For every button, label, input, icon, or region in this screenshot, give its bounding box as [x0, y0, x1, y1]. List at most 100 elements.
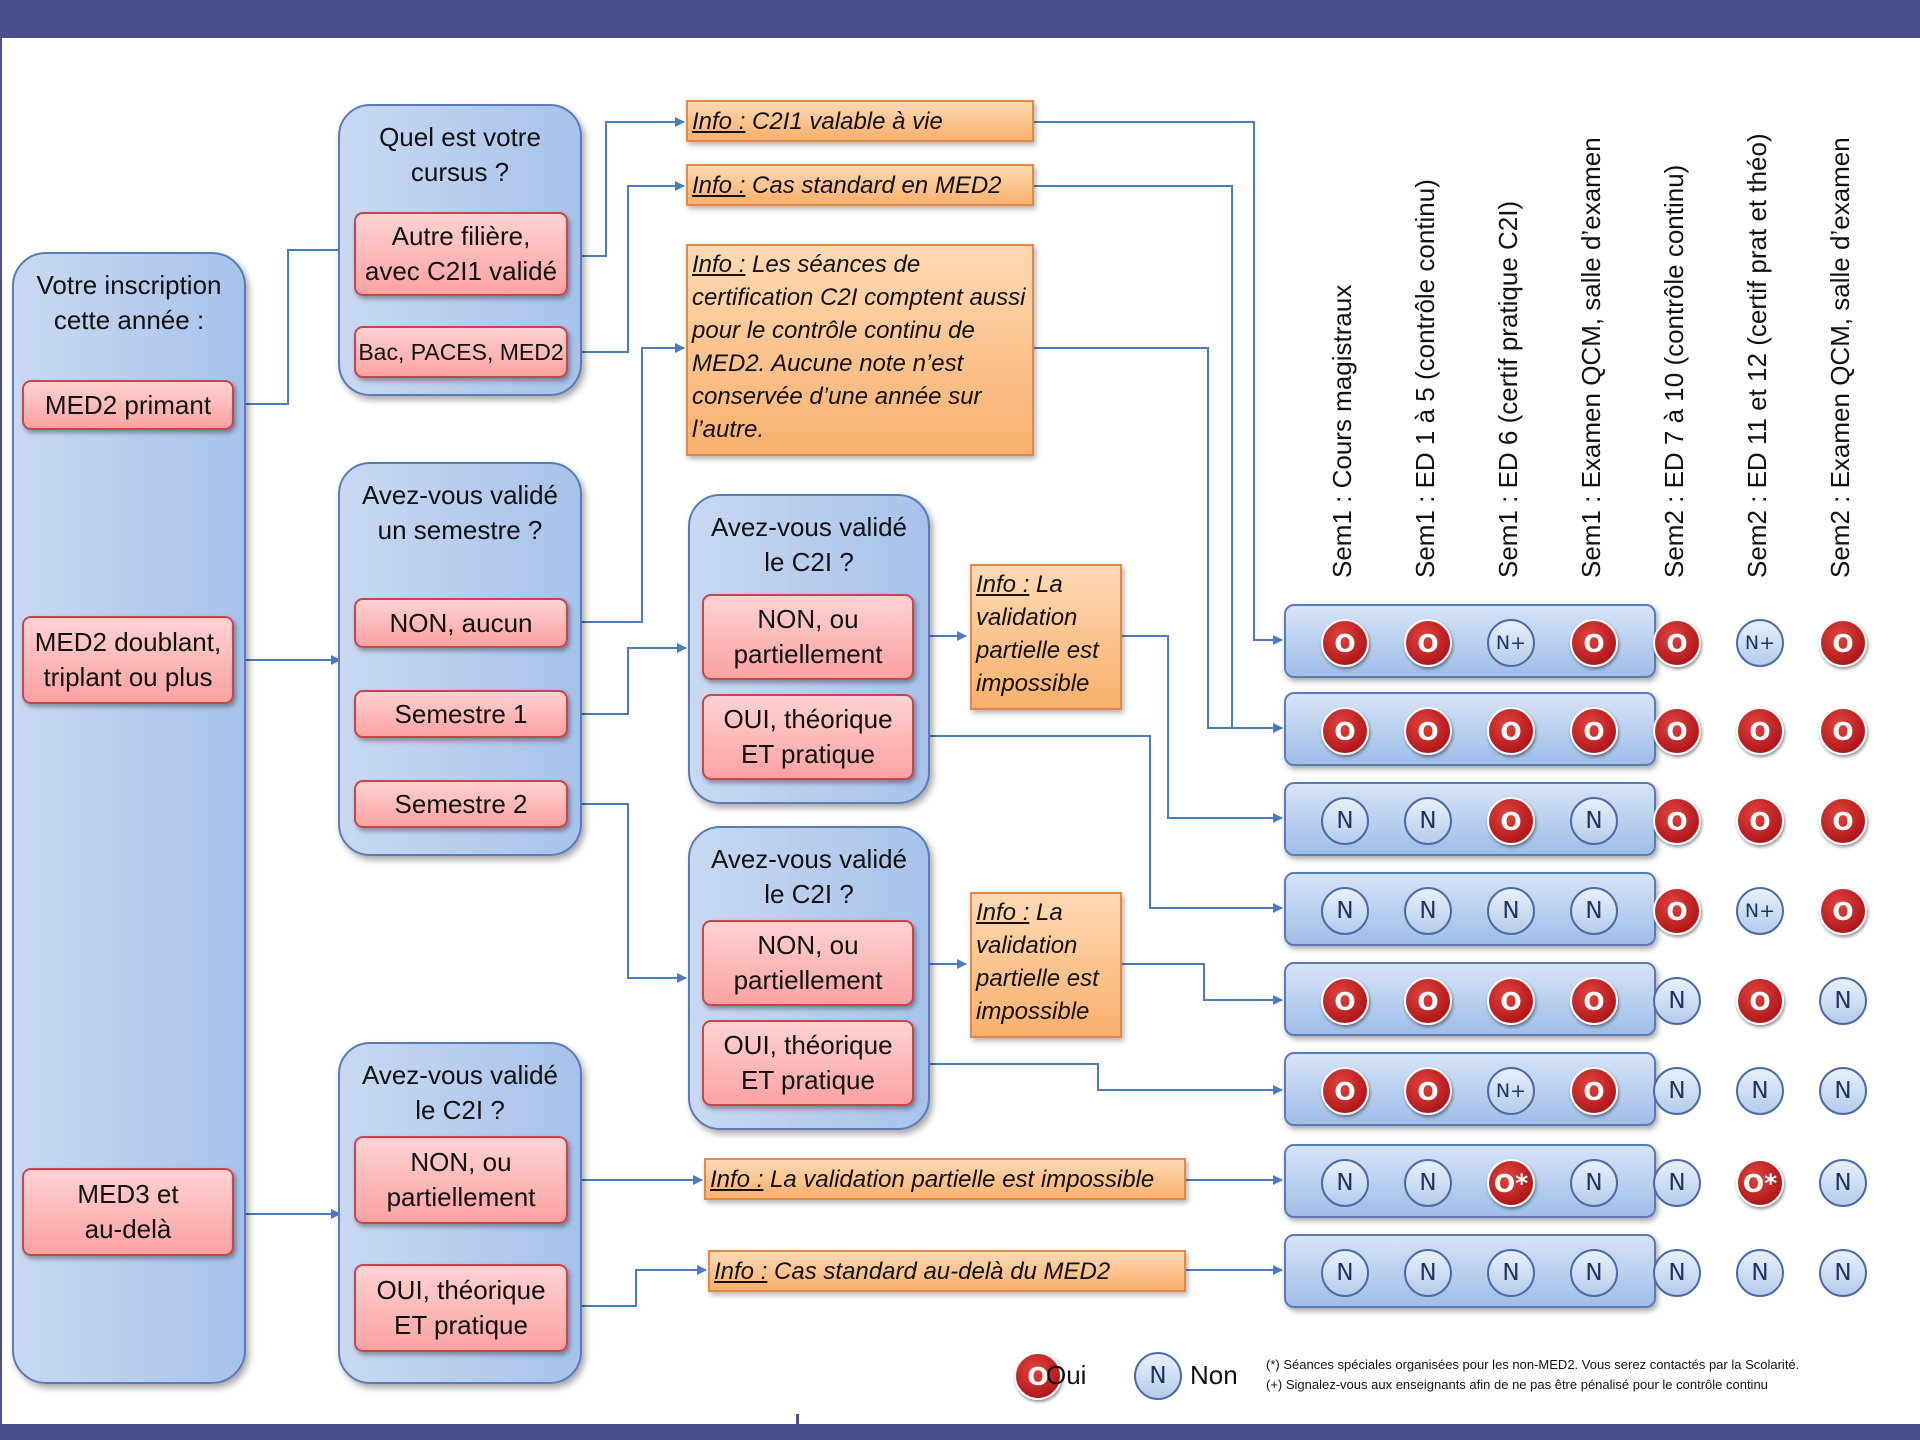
info-partielle-med3: Info : La validation partielle est impos… [704, 1158, 1186, 1200]
oui-marker: O [1819, 619, 1867, 667]
info-label: Info : [692, 251, 746, 278]
column-header: Sem2 : ED 7 à 10 (contrôle continu) [1659, 164, 1689, 578]
info-label: Info : [714, 1257, 768, 1285]
non-marker: N [1570, 1249, 1618, 1297]
question-semestre: Avez-vous validé un semestre ? [361, 480, 559, 545]
oui-marker: O* [1736, 1159, 1784, 1207]
oui-marker: O [1653, 887, 1701, 935]
legend-oui-label: Oui [1046, 1360, 1087, 1390]
oui-marker: O [1653, 619, 1701, 667]
non-marker: N [1653, 977, 1701, 1025]
info-label: Info : [692, 171, 746, 199]
oui-marker: O [1404, 619, 1452, 667]
link-c2i1-row1 [1034, 121, 1283, 645]
info-label: Info : [976, 571, 1030, 598]
link-sem2-c2i [568, 803, 687, 983]
question-c2i-med3: Avez-vous validé le C2I ? [361, 1060, 559, 1125]
non-marker: N [1487, 887, 1535, 935]
oui-marker: O [1570, 1067, 1618, 1115]
option-bac-paces-med2[interactable]: Bac, PACES, MED2 [354, 326, 568, 378]
option-med3[interactable]: MED3 et au-delà [22, 1168, 234, 1256]
option-med2-doublant[interactable]: MED2 doublant, triplant ou plus [22, 616, 234, 704]
column-header: Sem1 : Examen QCM, salle d’examen [1576, 137, 1606, 578]
info-label: Info : [976, 899, 1030, 926]
link-seances-row2 [1034, 347, 1283, 733]
note-star: (*) Séances spéciales organisées pour le… [1266, 1357, 1800, 1372]
oui-marker: O [1570, 707, 1618, 755]
column-header: Sem1 : Cours magistraux [1327, 284, 1357, 578]
info-partielle-sem1: Info : La validation partielle est impos… [970, 564, 1122, 710]
oui-marker: O [1736, 977, 1784, 1025]
oui-marker: O [1321, 707, 1369, 755]
question-cursus: Quel est votre cursus ? [379, 122, 541, 187]
non-marker: N [1819, 1159, 1867, 1207]
oui-marker: O [1321, 977, 1369, 1025]
left-edge [0, 38, 2, 1424]
non-marker: N+ [1736, 619, 1784, 667]
link-partiel2-row5 [1122, 963, 1283, 1005]
link-oui2-row6 [914, 1063, 1283, 1095]
column-header: Sem2 : Examen QCM, salle d’examen [1825, 137, 1855, 578]
link-sem1-c2i [568, 643, 687, 715]
oui-marker: O [1736, 707, 1784, 755]
oui-marker: O [1653, 707, 1701, 755]
info-standard-med2-text: Cas standard en MED2 [752, 171, 1002, 199]
non-marker: N [1404, 1249, 1452, 1297]
option-c2i-oui-sem1[interactable]: OUI, théorique ET pratique [702, 694, 914, 780]
info-standard-med2: Info : Cas standard en MED2 [686, 164, 1034, 206]
note-plus: (+) Signalez-vous aux enseignants afin d… [1266, 1377, 1768, 1392]
oui-marker: O [1487, 977, 1535, 1025]
info-partielle-sem2-text: La validation partielle est impossible [976, 899, 1099, 1025]
info-standard-beyond: Info : Cas standard au-delà du MED2 [708, 1250, 1186, 1292]
non-marker: N [1819, 977, 1867, 1025]
info-partielle-sem1-text: La validation partielle est impossible [976, 571, 1099, 697]
option-c2i-oui-sem2[interactable]: OUI, théorique ET pratique [702, 1020, 914, 1106]
oui-marker: O [1404, 977, 1452, 1025]
non-marker: N [1570, 887, 1618, 935]
non-marker: N [1653, 1067, 1701, 1115]
non-marker: N+ [1736, 887, 1784, 935]
legend-non-label: Non [1190, 1360, 1238, 1390]
info-label: Info : [710, 1165, 764, 1193]
info-c2i1-text: C2I1 valable à vie [752, 107, 943, 135]
non-marker: N [1321, 1249, 1369, 1297]
legend-oui-icon: O [1014, 1352, 1062, 1400]
oui-marker: O [1487, 707, 1535, 755]
non-marker: N [1653, 1159, 1701, 1207]
oui-marker: O [1321, 1067, 1369, 1115]
option-med2-primant[interactable]: MED2 primant [22, 380, 234, 430]
option-non-aucun[interactable]: NON, aucun [354, 598, 568, 648]
column-header: Sem2 : ED 11 et 12 (certif prat et théo) [1742, 133, 1772, 578]
non-marker: N [1404, 797, 1452, 845]
info-label: Info : [692, 107, 746, 135]
non-marker: N [1653, 1249, 1701, 1297]
link-med3-oui-info [568, 1265, 707, 1307]
oui-marker: O [1404, 707, 1452, 755]
option-c2i-non-sem2[interactable]: NON, ou partiellement [702, 920, 914, 1006]
oui-marker: O [1570, 619, 1618, 667]
option-autre-filiere[interactable]: Autre filière, avec C2I1 validé [354, 212, 568, 296]
column-header: Sem1 : ED 6 (certif pratique C2I) [1493, 200, 1523, 578]
info-standard-beyond-text: Cas standard au-delà du MED2 [774, 1257, 1111, 1285]
top-banner [0, 0, 1920, 38]
option-semestre1[interactable]: Semestre 1 [354, 690, 568, 738]
question-c2i-sem2: Avez-vous validé le C2I ? [710, 844, 908, 909]
option-c2i-non-med3[interactable]: NON, ou partiellement [354, 1136, 568, 1224]
option-semestre2[interactable]: Semestre 2 [354, 780, 568, 828]
option-c2i-oui-med3[interactable]: OUI, théorique ET pratique [354, 1264, 568, 1352]
info-seances-text: Les séances de certification C2I compten… [692, 251, 1026, 443]
bottom-tick [796, 1414, 799, 1424]
option-c2i-non-sem1[interactable]: NON, ou partiellement [702, 594, 914, 680]
non-marker: N+ [1487, 619, 1535, 667]
non-marker: N [1736, 1249, 1784, 1297]
info-partielle-sem2: Info : La validation partielle est impos… [970, 892, 1122, 1038]
link-autre-info [568, 117, 685, 257]
column-header: Sem1 : ED 1 à 5 (contrôle continu) [1410, 179, 1440, 578]
non-marker: N [1736, 1067, 1784, 1115]
